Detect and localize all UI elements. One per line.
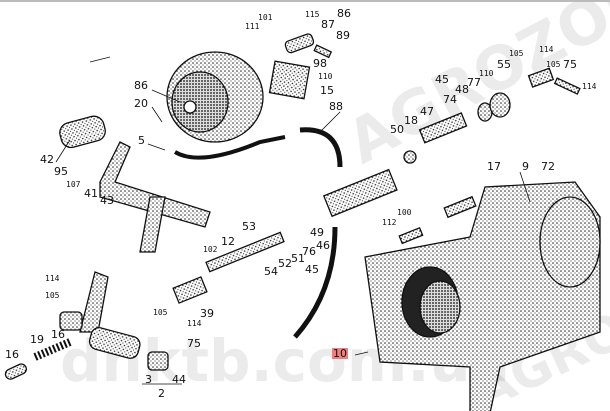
part-label-114: 114 — [539, 45, 554, 54]
part-label-55: 55 — [497, 58, 511, 71]
clevis-87 — [284, 33, 315, 54]
part-label-100: 100 — [397, 208, 412, 217]
part-label-5: 5 — [138, 134, 145, 147]
part-label-76: 76 — [302, 245, 316, 258]
part-label-2: 2 — [158, 387, 165, 400]
piston-47 — [418, 112, 468, 144]
part-label-44: 44 — [172, 373, 186, 386]
part-label-47: 47 — [420, 105, 434, 118]
part-label-114: 114 — [187, 319, 202, 328]
part-label-112: 112 — [382, 218, 397, 227]
part-label-88: 88 — [329, 100, 343, 113]
part-label-105: 105 — [546, 60, 561, 69]
part-label-53: 53 — [242, 220, 256, 233]
part-label-52: 52 — [278, 257, 292, 270]
part-label-48: 48 — [455, 83, 469, 96]
part-label-9: 9 — [522, 160, 529, 173]
master-cylinder — [322, 168, 398, 218]
part-label-10-highlighted[interactable]: 10 — [332, 347, 348, 360]
part-label-46: 46 — [316, 239, 330, 252]
part-label-51: 51 — [291, 252, 305, 265]
part-label-86: 86 — [134, 79, 148, 92]
part-label-110: 110 — [479, 69, 494, 78]
part-label-95: 95 — [54, 165, 68, 178]
shaft-3 — [88, 327, 141, 359]
part-label-16: 16 — [5, 348, 19, 361]
part-label-15: 15 — [320, 84, 334, 97]
part-label-101: 101 — [258, 13, 273, 22]
clevis-39 — [172, 276, 208, 304]
part-label-114: 114 — [45, 274, 60, 283]
part-label-105: 105 — [509, 49, 524, 58]
part-label-102: 102 — [203, 245, 218, 254]
part-label-105: 105 — [153, 308, 168, 317]
part-label-98: 98 — [313, 57, 327, 70]
part-label-114: 114 — [582, 82, 597, 91]
part-label-86: 86 — [337, 7, 351, 20]
part-label-20: 20 — [134, 97, 148, 110]
part-label-105: 105 — [45, 291, 60, 300]
part-label-17: 17 — [487, 160, 501, 173]
part-label-110: 110 — [318, 72, 333, 81]
bushing-44 — [147, 351, 169, 371]
part-label-75: 75 — [187, 337, 201, 350]
pedal-pad-42 — [59, 115, 106, 149]
hose-88 — [299, 127, 343, 168]
part-label-45: 45 — [435, 73, 449, 86]
part-label-74: 74 — [443, 93, 457, 106]
part-label-89: 89 — [336, 29, 350, 42]
part-label-43: 43 — [100, 194, 114, 207]
part-label-75: 75 — [563, 58, 577, 71]
part-label-77: 77 — [467, 76, 481, 89]
part-label-41: 41 — [84, 187, 98, 200]
pin-89 — [313, 44, 333, 59]
push-rod-12 — [205, 231, 285, 273]
brake-booster — [166, 51, 264, 143]
part-label-72: 72 — [541, 160, 555, 173]
part-label-16: 16 — [51, 328, 65, 341]
part-label-54: 54 — [264, 265, 278, 278]
part-label-3: 3 — [145, 373, 152, 386]
part-label-19: 19 — [30, 333, 44, 346]
part-label-39: 39 — [200, 307, 214, 320]
bracket-15 — [268, 60, 311, 100]
part-label-12: 12 — [221, 235, 235, 248]
brake-line — [173, 135, 286, 160]
part-label-107: 107 — [66, 180, 81, 189]
part-label-45: 45 — [305, 263, 319, 276]
part-label-50: 50 — [390, 123, 404, 136]
part-label-115: 115 — [305, 10, 320, 19]
part-label-18: 18 — [404, 114, 418, 127]
housing-10 — [364, 181, 601, 411]
hose-45 — [293, 226, 338, 339]
part-label-87: 87 — [321, 18, 335, 31]
part-label-49: 49 — [310, 226, 324, 239]
pedal-lever-2 — [79, 271, 109, 333]
part-label-42: 42 — [40, 153, 54, 166]
part-label-111: 111 — [245, 22, 260, 31]
